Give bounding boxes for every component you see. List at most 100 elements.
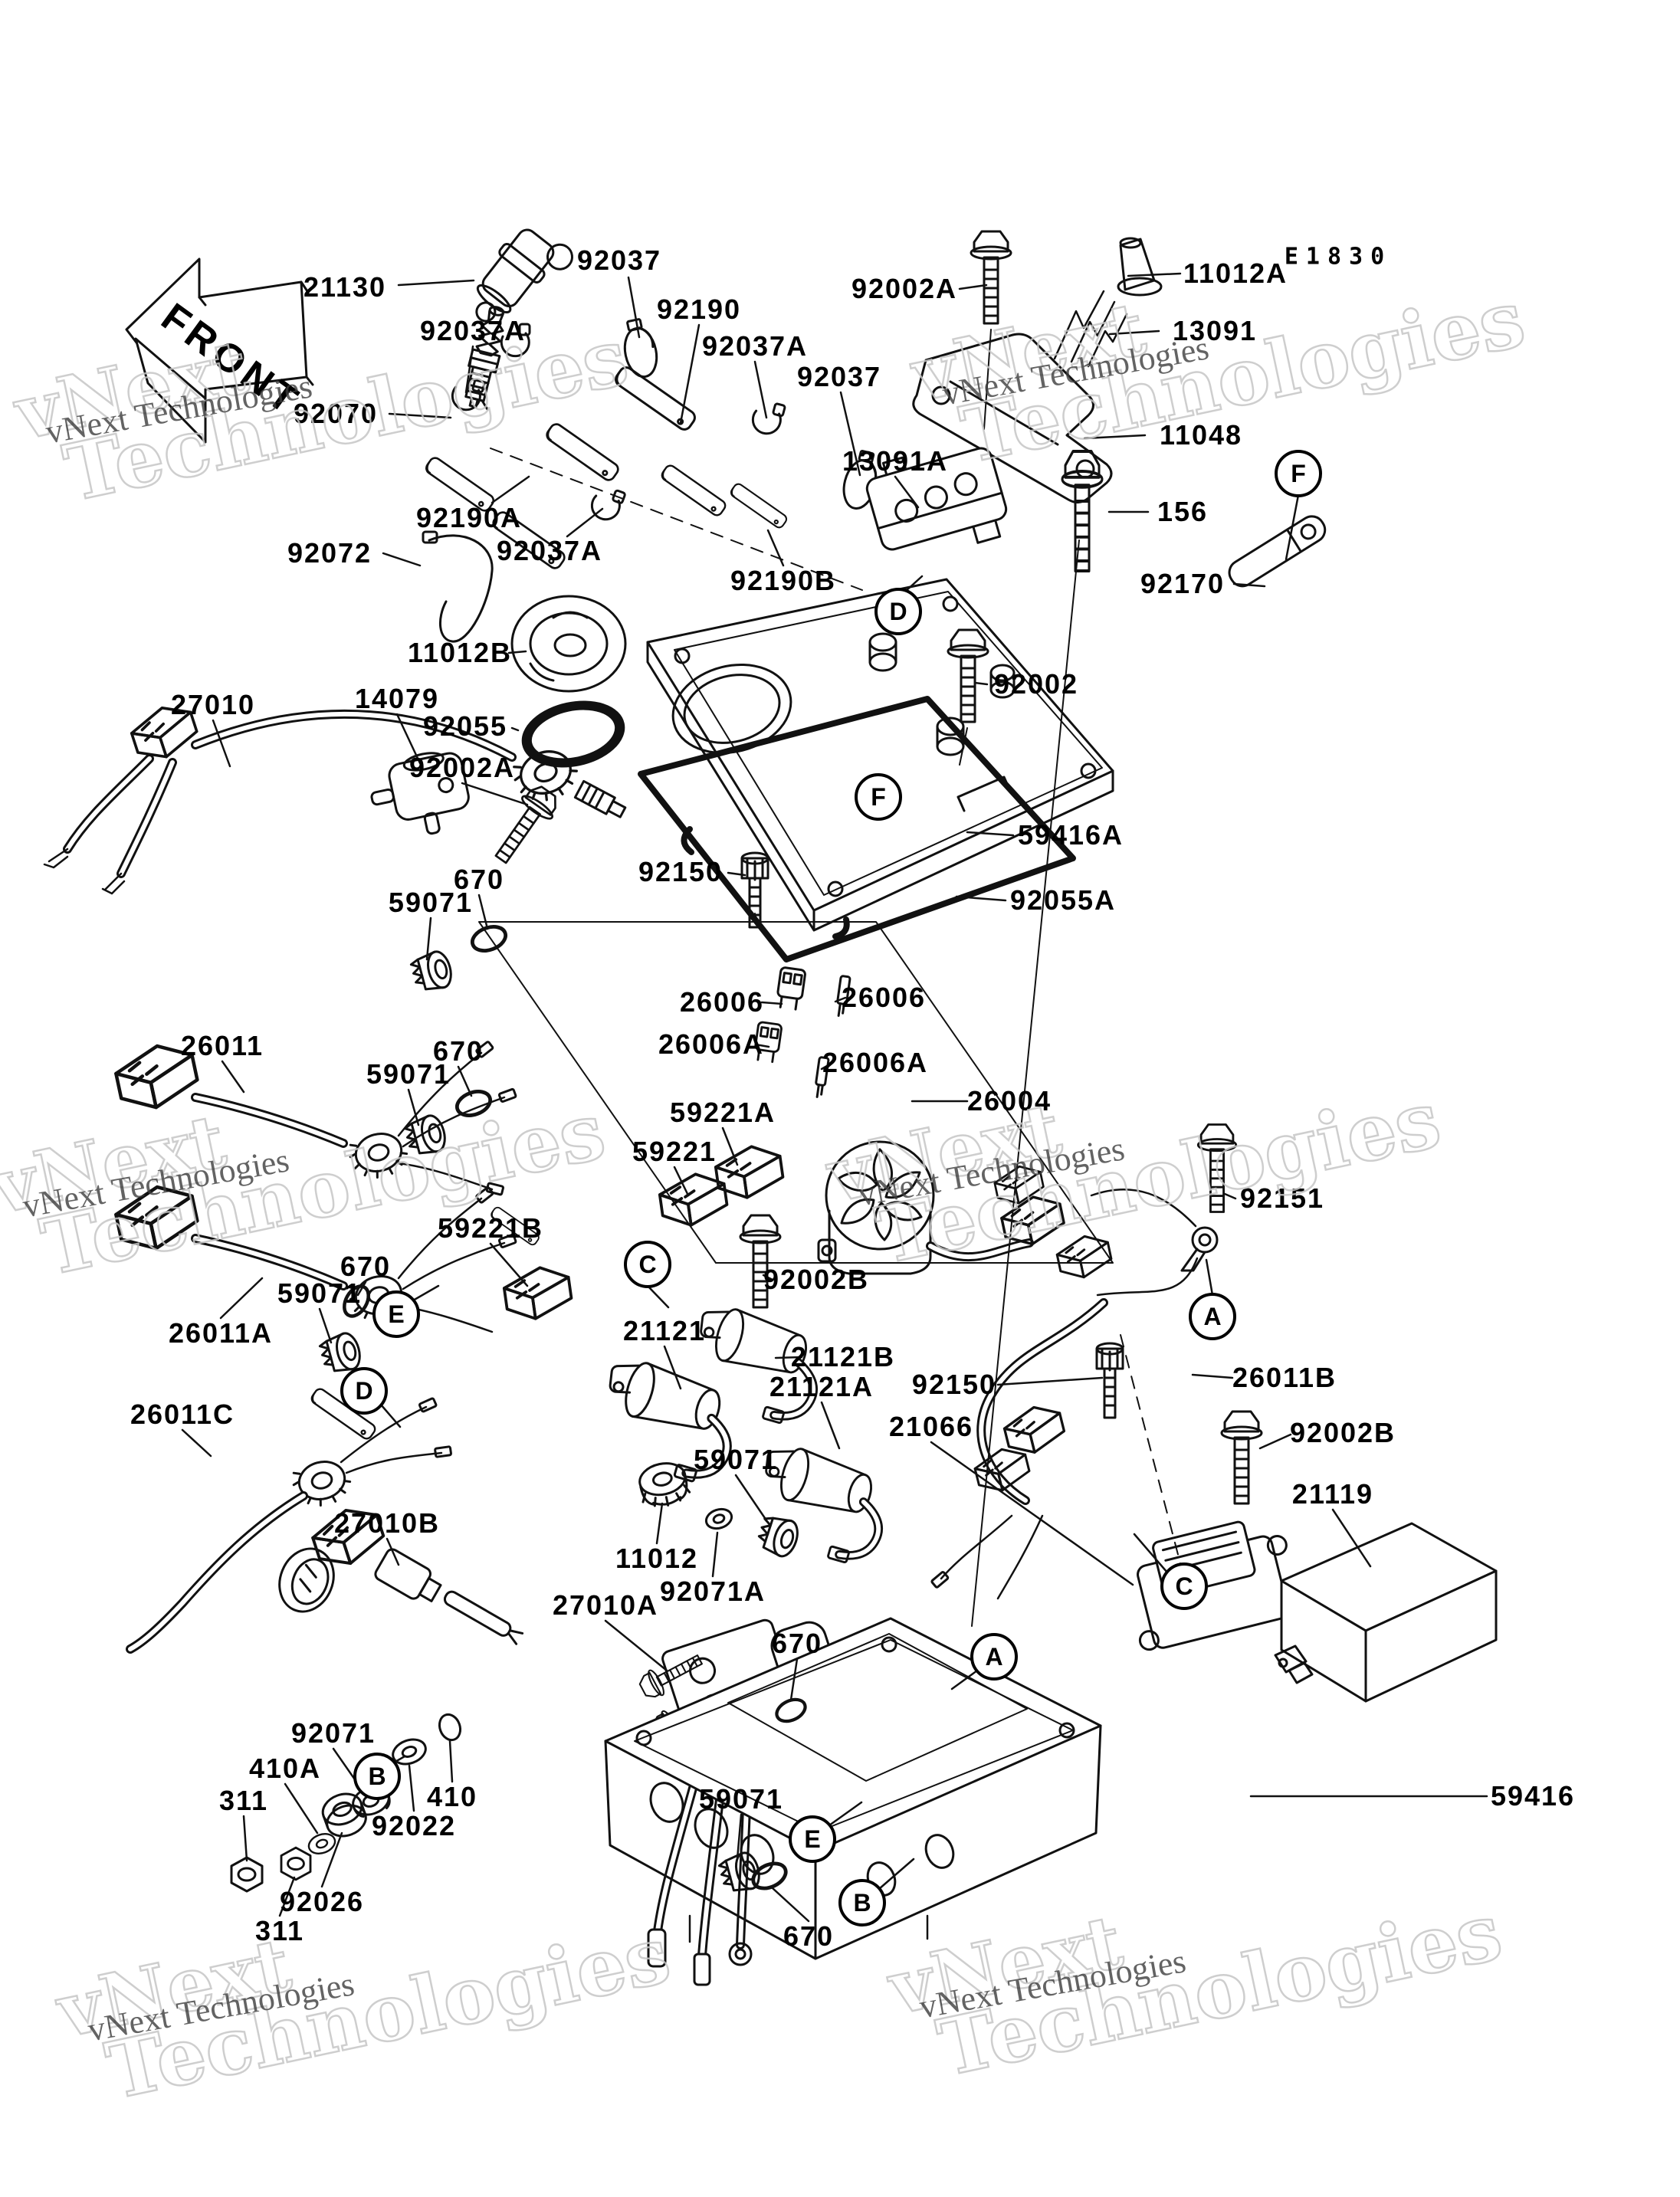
part-label-311-62: 311 — [218, 1785, 269, 1816]
part-label-92150-26: 92150 — [638, 856, 724, 887]
part-label-59071-57: 59071 — [693, 1444, 779, 1475]
grommet-92071a — [704, 1507, 733, 1530]
subassembly-outline — [478, 921, 1114, 1264]
part-label-92022-63: 92022 — [371, 1810, 457, 1841]
connector-marker-c-7: C — [1160, 1562, 1208, 1610]
part-label-59221-39: 59221 — [632, 1136, 717, 1167]
part-label-92002b-51: 92002B — [1289, 1417, 1396, 1448]
part-label-670-27: 670 — [453, 864, 505, 895]
spark-plug-cap-21130 — [475, 228, 574, 323]
contacts-13091 — [1053, 290, 1128, 368]
connector-marker-b-11: B — [353, 1753, 401, 1800]
bracket-11048 — [912, 333, 1113, 503]
part-label-26006-32: 26006 — [679, 985, 765, 1018]
part-label-670-68: 670 — [783, 1920, 835, 1952]
part-label-92037a-3: 92037A — [419, 315, 527, 346]
part-label-21121b-46: 21121B — [790, 1341, 896, 1372]
collar-92026 — [321, 1792, 367, 1838]
part-label-311-66: 311 — [254, 1915, 305, 1946]
connector-marker-c-3: C — [624, 1241, 671, 1288]
part-label-59071-67: 59071 — [698, 1783, 784, 1815]
part-label-92150-48: 92150 — [911, 1369, 997, 1400]
part-label-670-41: 670 — [340, 1251, 392, 1282]
part-label-21130-0: 21130 — [303, 271, 387, 303]
part-label-92151-37: 92151 — [1239, 1182, 1325, 1214]
part-label-26011c-53: 26011C — [130, 1399, 235, 1430]
connector-marker-f-2: F — [855, 773, 902, 821]
page-code: E1830 — [1284, 243, 1393, 271]
connector-marker-a-8: A — [970, 1633, 1018, 1681]
connector-marker-d-5: D — [340, 1367, 388, 1415]
part-label-92002a-22: 92002A — [409, 752, 516, 783]
part-label-92037a-15: 92037A — [496, 535, 603, 566]
part-label-59416-69: 59416 — [1490, 1780, 1576, 1812]
part-label-27010b-54: 27010B — [333, 1507, 441, 1539]
part-label-26006-33: 26006 — [841, 981, 927, 1013]
part-label-59071-28: 59071 — [388, 887, 474, 918]
part-label-11012-55: 11012 — [615, 1543, 699, 1574]
leader-lines — [181, 272, 1488, 1923]
part-label-26004-36: 26004 — [966, 1085, 1052, 1117]
part-label-92071a-56: 92071A — [659, 1575, 766, 1607]
part-label-59221a-38: 59221A — [669, 1097, 776, 1128]
part-label-92037-1: 92037 — [576, 244, 662, 276]
connector-marker-f-1: F — [1275, 450, 1322, 497]
part-label-26006a-35: 26006A — [822, 1047, 929, 1078]
part-label-92072-17: 92072 — [287, 537, 372, 569]
part-label-92071-60: 92071 — [290, 1717, 376, 1749]
cover-59416a — [646, 578, 1114, 932]
part-label-21119-52: 21119 — [1291, 1478, 1374, 1510]
part-label-59416a-24: 59416A — [1017, 818, 1124, 851]
holder-13091a — [865, 447, 1008, 551]
part-label-27010a-58: 27010A — [552, 1589, 659, 1621]
construction-lines — [490, 329, 1181, 1627]
strap-92170 — [1228, 515, 1327, 588]
valve-14079 — [370, 752, 470, 835]
sensor-26004 — [817, 1140, 1034, 1275]
part-label-13091-8: 13091 — [1172, 315, 1258, 346]
part-label-92070-9: 92070 — [293, 397, 379, 429]
sensor-27010 — [43, 698, 627, 895]
part-label-92055-21: 92055 — [422, 710, 508, 742]
part-label-13091a-11: 13091A — [842, 445, 949, 477]
part-label-26006a-34: 26006A — [658, 1028, 765, 1060]
part-label-11012b-18: 11012B — [407, 637, 513, 668]
connector-marker-e-9: E — [789, 1815, 836, 1863]
cable-tie-92072 — [422, 530, 494, 643]
connector-marker-b-10: B — [838, 1879, 886, 1926]
connector-marker-e-4: E — [372, 1290, 420, 1338]
part-label-14079-20: 14079 — [354, 683, 440, 714]
case-59416 — [604, 1617, 1102, 1960]
part-label-11048-10: 11048 — [1159, 419, 1243, 451]
part-label-92170-13: 92170 — [1140, 568, 1226, 599]
part-label-59071-42: 59071 — [277, 1277, 363, 1309]
part-label-26011a-43: 26011A — [168, 1317, 274, 1349]
part-label-11012a-7: 11012A — [1183, 257, 1288, 289]
cap-11012b — [510, 595, 627, 693]
part-label-59221b-40: 59221B — [437, 1212, 544, 1244]
part-label-670-30: 670 — [432, 1035, 484, 1067]
cap-11012a — [1117, 237, 1163, 297]
part-label-92055a-25: 92055A — [1009, 884, 1117, 916]
part-label-92002b-45: 92002B — [763, 1264, 870, 1295]
part-label-156-12: 156 — [1157, 496, 1209, 527]
harness-26011c — [126, 1397, 452, 1654]
part-label-92037-5: 92037 — [796, 361, 882, 392]
part-label-21121-44: 21121 — [622, 1315, 707, 1346]
cdi-box-21119 — [1274, 1522, 1498, 1703]
switch-27010b — [306, 1500, 524, 1645]
part-label-26011b-50: 26011B — [1232, 1362, 1337, 1393]
part-label-21066-49: 21066 — [888, 1411, 974, 1442]
part-label-21121a-47: 21121A — [769, 1371, 874, 1402]
harness-26011b — [930, 1189, 1219, 1600]
part-label-92190b-16: 92190B — [730, 565, 837, 596]
part-label-59071-31: 59071 — [366, 1058, 451, 1090]
part-label-92002a-6: 92002A — [851, 273, 958, 304]
part-label-410a-61: 410A — [248, 1753, 322, 1784]
part-label-27010-19: 27010 — [170, 689, 256, 720]
connector-marker-d-0: D — [874, 588, 922, 635]
part-label-92190-2: 92190 — [656, 293, 742, 325]
part-label-26011-29: 26011 — [180, 1030, 264, 1061]
